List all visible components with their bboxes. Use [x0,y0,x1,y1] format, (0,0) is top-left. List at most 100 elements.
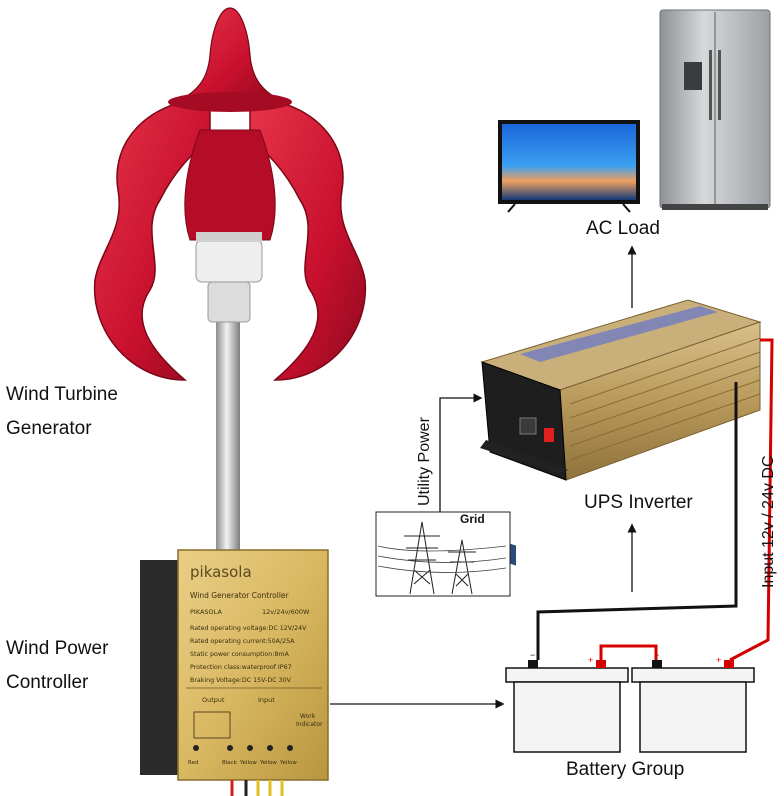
tower-braces [455,573,469,587]
turbine-blade-right [249,97,367,381]
refrigerator [659,9,771,210]
wind-power-controller: pikasola Wind Generator Controller PIKAS… [140,549,329,796]
battery-group-label: Battery Group [566,759,685,780]
tower-frame [451,539,473,595]
inverter-switch [544,428,554,442]
battery-group: − + − + [505,644,755,753]
controller-output-label: Output [202,696,225,704]
tv-screen [502,124,636,200]
inverter-fin [569,379,761,447]
inverter-top-stripe [520,306,718,362]
battery-terminal-neg [652,660,662,668]
grid-power-lines [377,545,507,573]
input-dc-label: Input 12v / 24v DC [760,455,777,588]
battery-right: − + [631,650,755,753]
battery-terminal-pos [596,660,606,668]
terminal-dot [267,745,273,751]
grid-box [375,511,511,597]
controller-spec: Braking Voltage:DC 15V-DC 30V [190,677,292,684]
inverter-fins [569,337,761,461]
terminal-label: Black [222,760,238,766]
controller-specs: Rated operating voltage:DC 12V/24V Rated… [190,625,307,684]
turbine-hub-band [196,232,262,242]
wind-turbine-label: Wind Turbine Generator [6,384,118,440]
battery-pos-sign: + [588,655,593,665]
controller-model-right: 12v/24v/600W [262,608,310,616]
controller-spec: Rated operating voltage:DC 12V/24V [190,625,307,632]
terminal-dot [227,745,233,751]
controller-side [140,560,180,775]
inverter-outlet [519,417,537,435]
inverter-fin [569,393,761,461]
power-grid [375,511,511,597]
controller-spec: Rated operating current:50A/25A [190,638,295,645]
tv-leg-left [507,203,516,213]
terminal-label: Yellow [239,760,257,766]
fridge-handle-right [718,50,721,120]
turbine-blade-left [93,97,211,381]
controller-title: Wind Generator Controller [190,591,290,600]
battery-terminal-pos [724,660,734,668]
wind-turbine [93,7,367,555]
grid-label: Grid [460,512,485,526]
inverter-fin [569,351,761,419]
controller-input-label: Input [258,696,275,704]
controller-work-label: Work [300,713,316,720]
tower-arms [404,535,440,561]
controller-spec: Static power consumption:8mA [190,651,290,658]
utility-power-label: Utility Power [416,417,433,506]
inverter-fin [569,365,761,433]
transmission-tower-right [448,539,476,595]
terminal-label: Yellow [259,760,277,766]
battery-body [513,681,621,753]
terminal-dot [193,745,199,751]
ups-inverter-label: UPS Inverter [584,492,693,513]
controller-terminals: Red Black Yellow Yellow Yellow [188,745,297,766]
battery-body [639,681,747,753]
turbine-hub [195,239,263,283]
terminal-dot [247,745,253,751]
tv-leg-right [622,203,631,213]
controller-spec: Protection class:waterproof IP67 [190,664,292,671]
wind-turbine-label-line2: Generator [6,418,92,439]
controller-indicator-label: Indicator [296,721,323,728]
battery-neg-sign: − [530,650,535,660]
transmission-tower-left [404,521,440,595]
battery-lid [505,667,629,683]
controller-body [177,549,329,781]
ac-load-label: AC Load [586,218,660,239]
battery-left: − + [505,650,629,753]
battery-pos-sign: + [716,655,721,665]
battery-lid [631,667,755,683]
fridge-handle-left [709,50,712,120]
red-wire [729,338,774,662]
wind-power-label-line1: Wind Power [6,638,109,659]
power-line [377,565,507,573]
wind-power-label-line2: Controller [6,672,89,693]
controller-output-box [193,711,231,739]
power-line [377,545,507,552]
controller-wires [230,780,284,796]
terminal-dot [287,745,293,751]
arrow-grid-to-inverter [439,393,483,512]
ups-inverter [480,299,762,566]
terminal-label: Yellow [279,760,297,766]
turbine-hub-lower [207,281,251,323]
turbine-cap [179,7,281,101]
controller-model-left: PIKASOLA [190,608,222,616]
inverter-fin [569,337,761,405]
fridge-dispenser [684,62,702,90]
turbine-cap-rim [168,92,292,112]
terminal-label: Red [188,760,198,766]
power-line [377,555,507,563]
tv [498,120,640,213]
wind-power-controller-label: Wind Power Controller [6,638,108,694]
battery-link-wire [599,644,658,660]
turbine-pole [216,300,240,555]
controller-brand: pikasola [190,563,252,581]
inverter-foot [480,440,568,474]
wind-turbine-label-line1: Wind Turbine [6,384,118,405]
turbine-blade-center [184,129,276,241]
black-wire [536,382,738,660]
